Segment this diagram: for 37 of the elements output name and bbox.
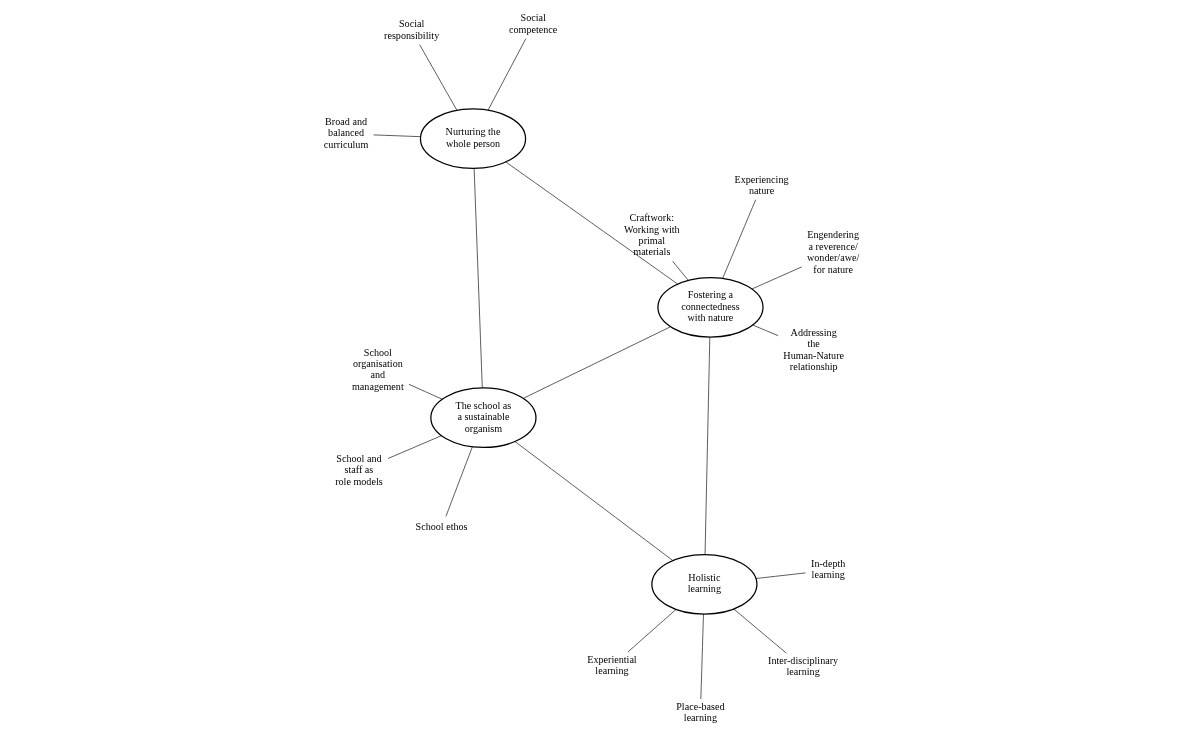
node-text: Place-based learning: [676, 700, 725, 724]
node-text: Craftwork: Working with primal materials: [623, 212, 680, 258]
node-text: School and staff as role models: [335, 452, 383, 487]
connector: [755, 572, 806, 579]
connector: [627, 609, 677, 653]
node-ellipse: Nurturing the whole person: [419, 108, 527, 170]
node-text: School ethos: [415, 521, 468, 533]
node-text: Addressing the Human-Nature relationship: [783, 326, 845, 373]
connector: [514, 441, 674, 561]
node-text: Broad and balanced curriculum: [323, 115, 369, 150]
node-ellipse: Holistic learning: [651, 553, 758, 615]
connector: [373, 134, 421, 137]
connector: [751, 266, 802, 290]
connector: [505, 161, 678, 285]
connector: [387, 435, 442, 459]
node-text: In-depth learning: [811, 558, 846, 581]
node-text: School organisation and management: [351, 346, 404, 392]
connector: [487, 38, 527, 111]
connector: [672, 260, 689, 281]
node-text: Experiencing nature: [734, 173, 789, 196]
node-text: Inter-disciplinary learning: [768, 654, 839, 678]
node-ellipse: Fostering a connectedness with nature: [657, 276, 764, 338]
node-text: Experiential learning: [587, 653, 637, 677]
connector: [722, 199, 756, 279]
node-ellipse: The school as a sustainable organism: [430, 387, 537, 449]
connector: [473, 168, 483, 389]
connector: [700, 613, 704, 700]
connector: [408, 384, 443, 400]
connector: [752, 324, 779, 336]
node-text: Engendering a reverence/ wonder/awe/ for nature: [806, 229, 860, 275]
connector: [523, 326, 671, 399]
connector: [419, 44, 458, 111]
node-text: Social responsibility: [384, 18, 440, 41]
node-text: Social competence: [508, 12, 558, 35]
connector: [733, 608, 787, 654]
connector: [445, 446, 473, 517]
connector: [704, 336, 711, 555]
